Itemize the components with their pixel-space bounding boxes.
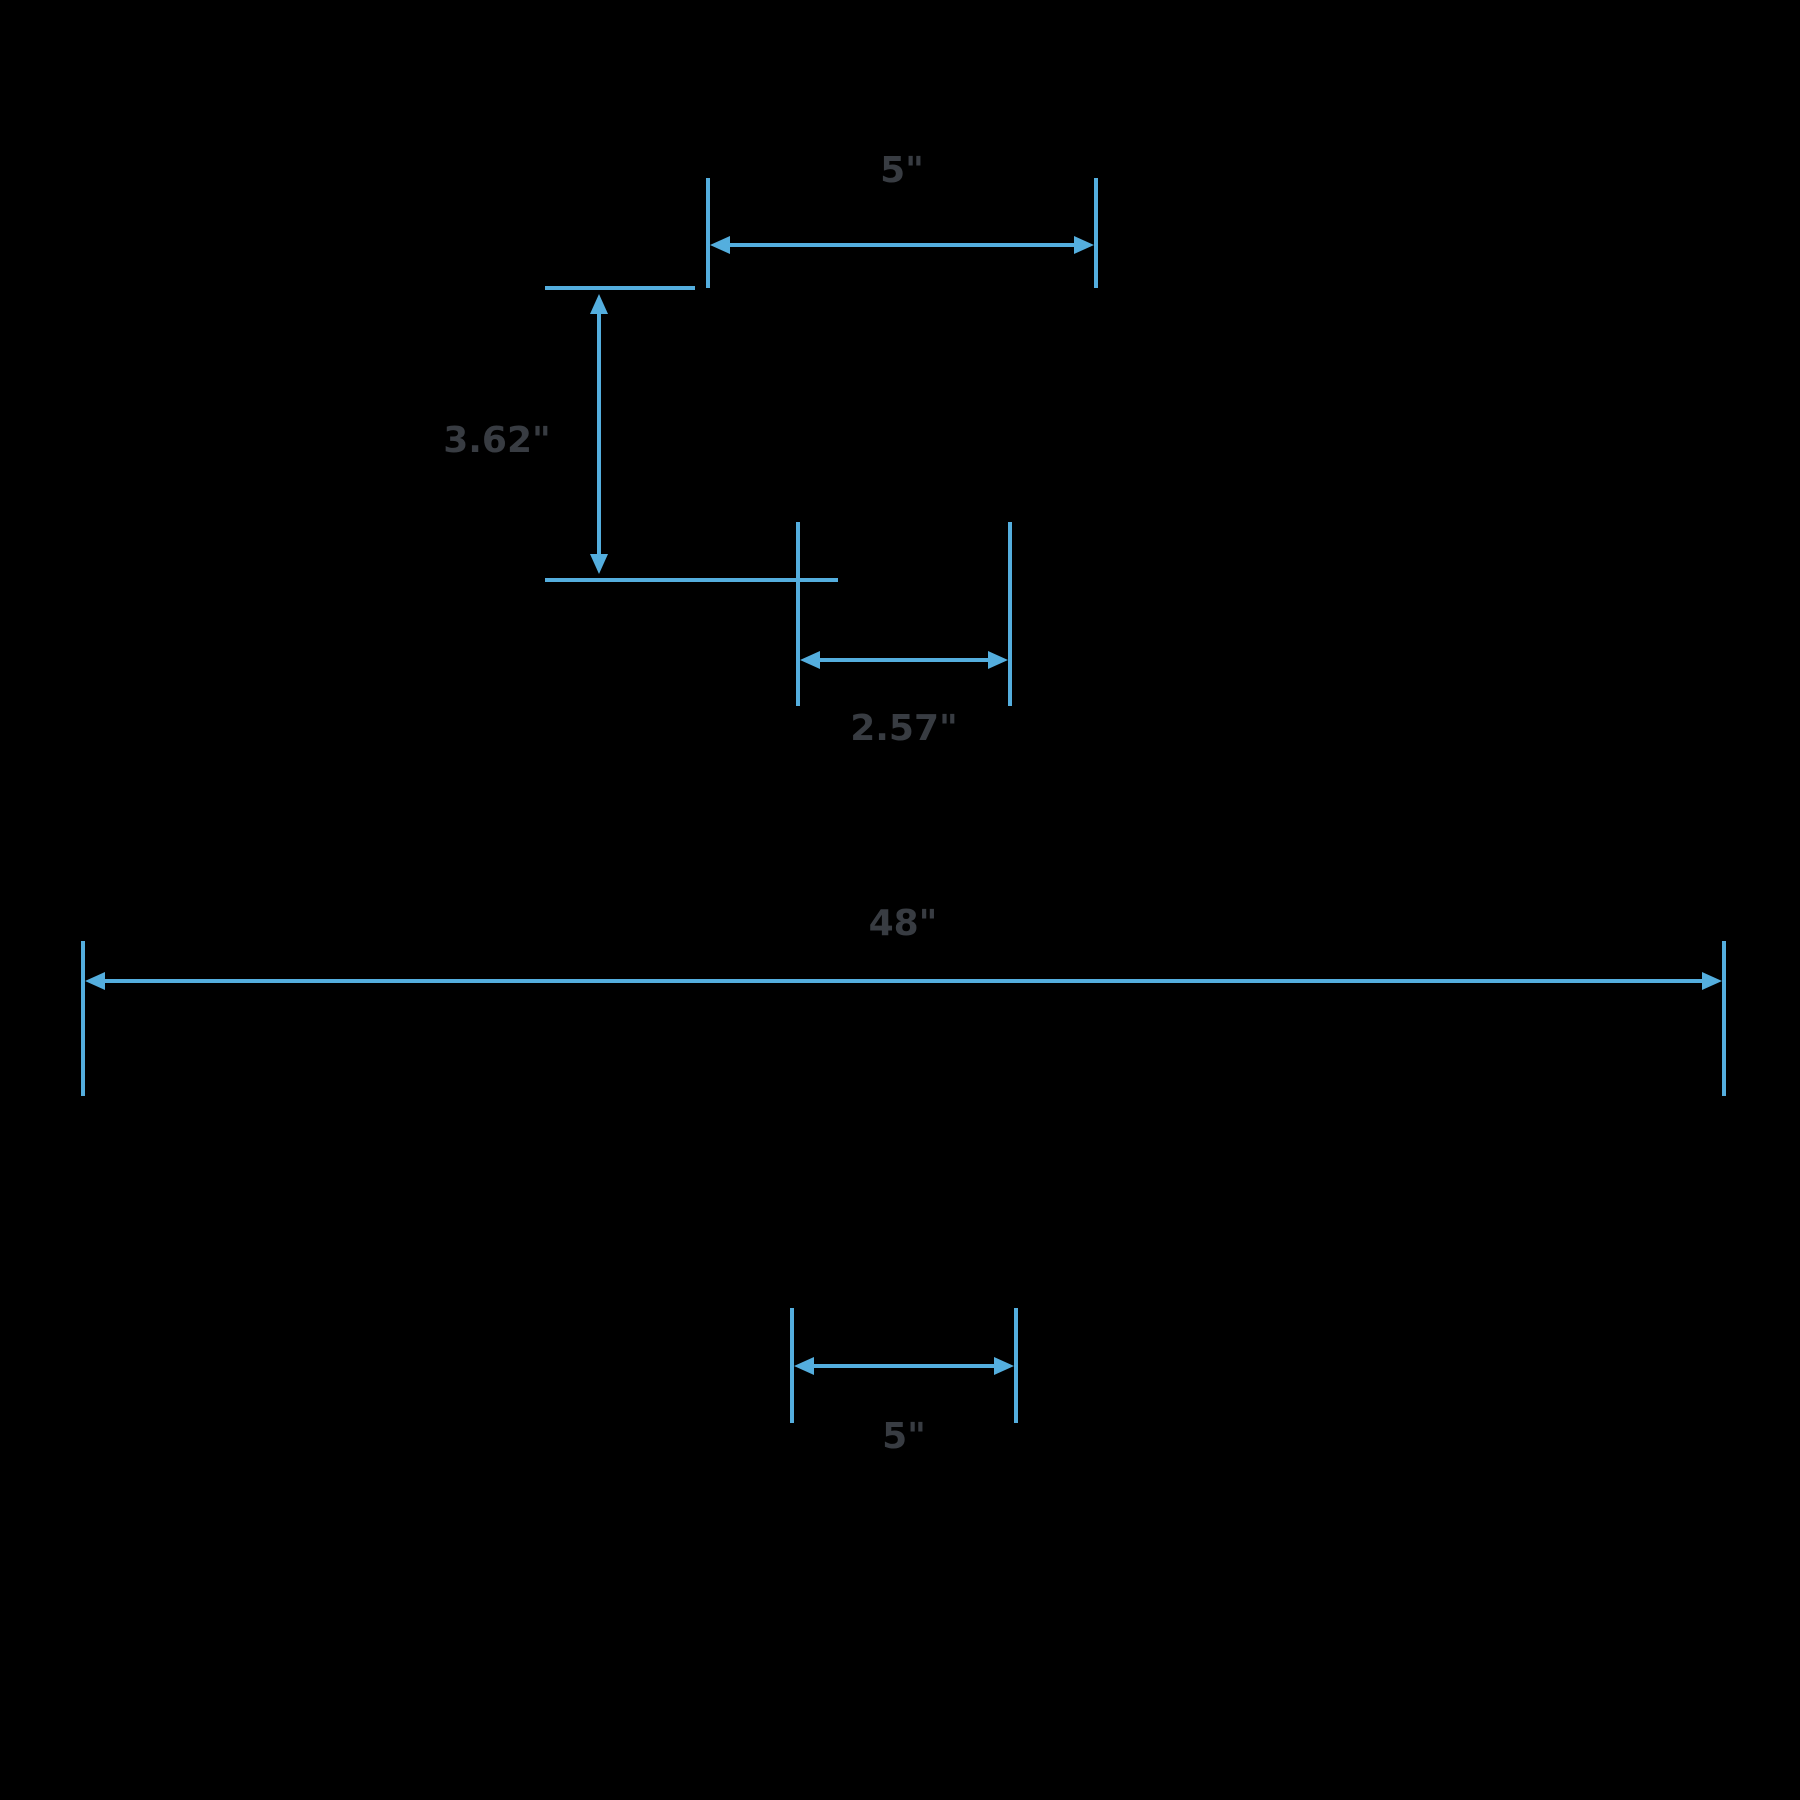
- arrowhead-down-icon: [590, 554, 608, 574]
- arrowhead-right-icon: [1074, 236, 1094, 254]
- arrowhead-left-icon: [85, 972, 105, 990]
- arrowhead-right-icon: [988, 651, 1008, 669]
- dimension-label-inner-width: 2.57": [850, 708, 958, 749]
- dimension-inner-width: 2.57": [796, 522, 1012, 749]
- dimension-label-bottom-width: 5": [882, 1416, 926, 1457]
- dimension-overall-width: 48": [81, 903, 1726, 1096]
- arrowhead-left-icon: [710, 236, 730, 254]
- dimension-top-width: 5": [706, 150, 1098, 288]
- dimension-vertical-height: 3.62": [443, 286, 838, 582]
- arrowhead-right-icon: [1702, 972, 1722, 990]
- dimension-label-vertical-height: 3.62": [443, 420, 551, 461]
- arrowhead-right-icon: [994, 1357, 1014, 1375]
- dimension-bottom-width: 5": [790, 1308, 1018, 1457]
- dimension-label-top-width: 5": [880, 150, 924, 191]
- dimension-label-overall-width: 48": [869, 903, 938, 944]
- arrowhead-left-icon: [794, 1357, 814, 1375]
- arrowhead-left-icon: [800, 651, 820, 669]
- arrowhead-up-icon: [590, 294, 608, 314]
